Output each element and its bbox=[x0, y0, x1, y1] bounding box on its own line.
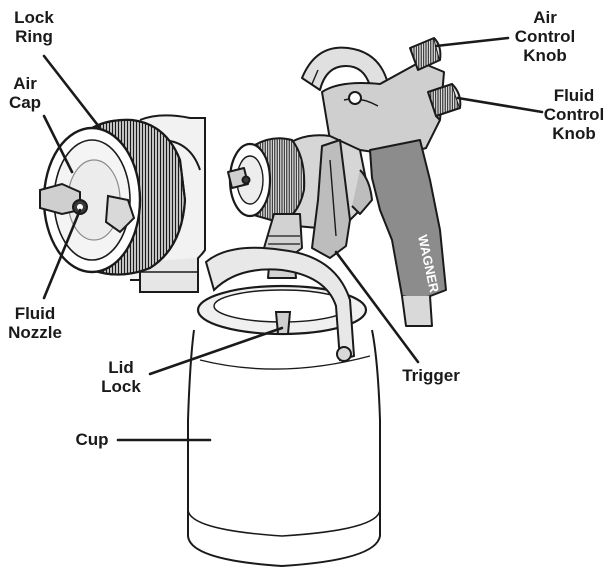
label-fluid-control-knob-line-1: Fluid bbox=[553, 86, 595, 105]
leader-air-control-knob bbox=[434, 36, 510, 48]
air-cap-detail-inset bbox=[39, 114, 206, 293]
leader-lines bbox=[42, 36, 544, 442]
label-air-control-knob-line-2: Control bbox=[514, 27, 576, 46]
leader-air-cap bbox=[42, 114, 74, 174]
label-trigger-line-1: Trigger bbox=[402, 366, 460, 385]
label-fluid-nozzle: Fluid Nozzle bbox=[2, 304, 68, 342]
leader-lock-ring bbox=[42, 54, 102, 130]
air-cap bbox=[227, 142, 272, 218]
leader-trigger bbox=[334, 250, 420, 364]
label-lock-ring-line-2: Ring bbox=[15, 27, 53, 46]
leader-fluid-control-knob bbox=[456, 96, 544, 114]
handle-grip: WAGNER bbox=[351, 139, 447, 327]
leader-fluid-nozzle bbox=[42, 208, 82, 300]
label-lid-lock-line-1: Lid bbox=[108, 358, 134, 377]
label-cup-line-1: Cup bbox=[75, 430, 109, 449]
fluid-nozzle-detail bbox=[72, 199, 88, 215]
label-air-cap: Air Cap bbox=[2, 74, 48, 112]
label-fluid-nozzle-line-2: Nozzle bbox=[8, 323, 62, 342]
label-lid-lock: Lid Lock bbox=[96, 358, 146, 396]
label-cup: Cup bbox=[72, 430, 112, 449]
label-fluid-control-knob-line-2: Control bbox=[543, 105, 605, 124]
label-fluid-control-knob: Fluid Control Knob bbox=[538, 86, 610, 143]
spray-gun: WAGNER bbox=[227, 37, 462, 327]
label-lock-ring-line-1: Lock bbox=[14, 8, 54, 27]
air-cap-detail bbox=[39, 126, 142, 274]
fluid-control-knob bbox=[427, 83, 462, 121]
label-air-control-knob: Air Control Knob bbox=[508, 8, 582, 65]
label-fluid-control-knob-line-3: Knob bbox=[552, 124, 596, 143]
label-air-control-knob-line-1: Air bbox=[533, 8, 557, 27]
paint-cup bbox=[187, 246, 381, 568]
leader-lid-lock bbox=[148, 326, 284, 376]
label-air-cap-line-1: Air bbox=[13, 74, 37, 93]
label-lock-ring: Lock Ring bbox=[4, 8, 64, 46]
label-fluid-nozzle-line-1: Fluid bbox=[14, 304, 56, 323]
air-control-knob bbox=[409, 37, 442, 71]
label-air-cap-line-2: Cap bbox=[8, 93, 42, 112]
label-lid-lock-line-2: Lock bbox=[101, 377, 141, 396]
trigger bbox=[311, 139, 351, 259]
label-air-control-knob-line-3: Knob bbox=[523, 46, 567, 65]
label-trigger: Trigger bbox=[396, 366, 466, 385]
